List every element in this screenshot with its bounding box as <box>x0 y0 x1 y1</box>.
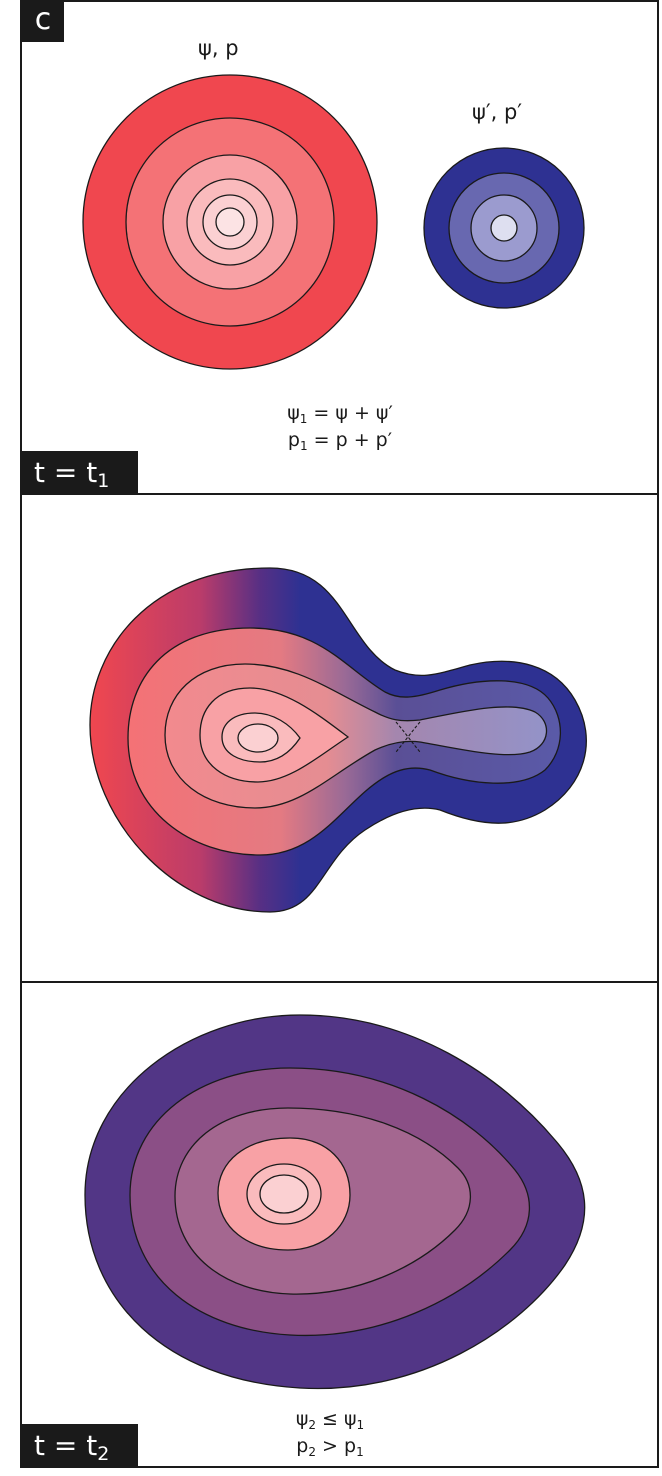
saddle-point <box>395 721 421 753</box>
equation-p1: p1 = p + p′ <box>287 429 393 453</box>
equation-psi2: ψ2 ≤ ψ1 <box>295 1408 365 1432</box>
equation-p2: p2 > p1 <box>296 1435 364 1459</box>
small-vortex <box>423 147 585 309</box>
large-vortex <box>82 74 378 370</box>
label-small-vortex-fields: ψ′, p′ <box>472 100 523 124</box>
label-large-vortex-fields: ψ, p <box>198 36 239 60</box>
equation-psi1: ψ1 = ψ + ψ′ <box>287 402 393 426</box>
merging-vortices <box>89 567 587 913</box>
figure-label: c <box>22 0 64 42</box>
time-label-t1: t = t1 <box>22 451 138 495</box>
merged-vortex <box>84 1014 586 1390</box>
time-label-t2: t = t2 <box>22 1424 138 1468</box>
